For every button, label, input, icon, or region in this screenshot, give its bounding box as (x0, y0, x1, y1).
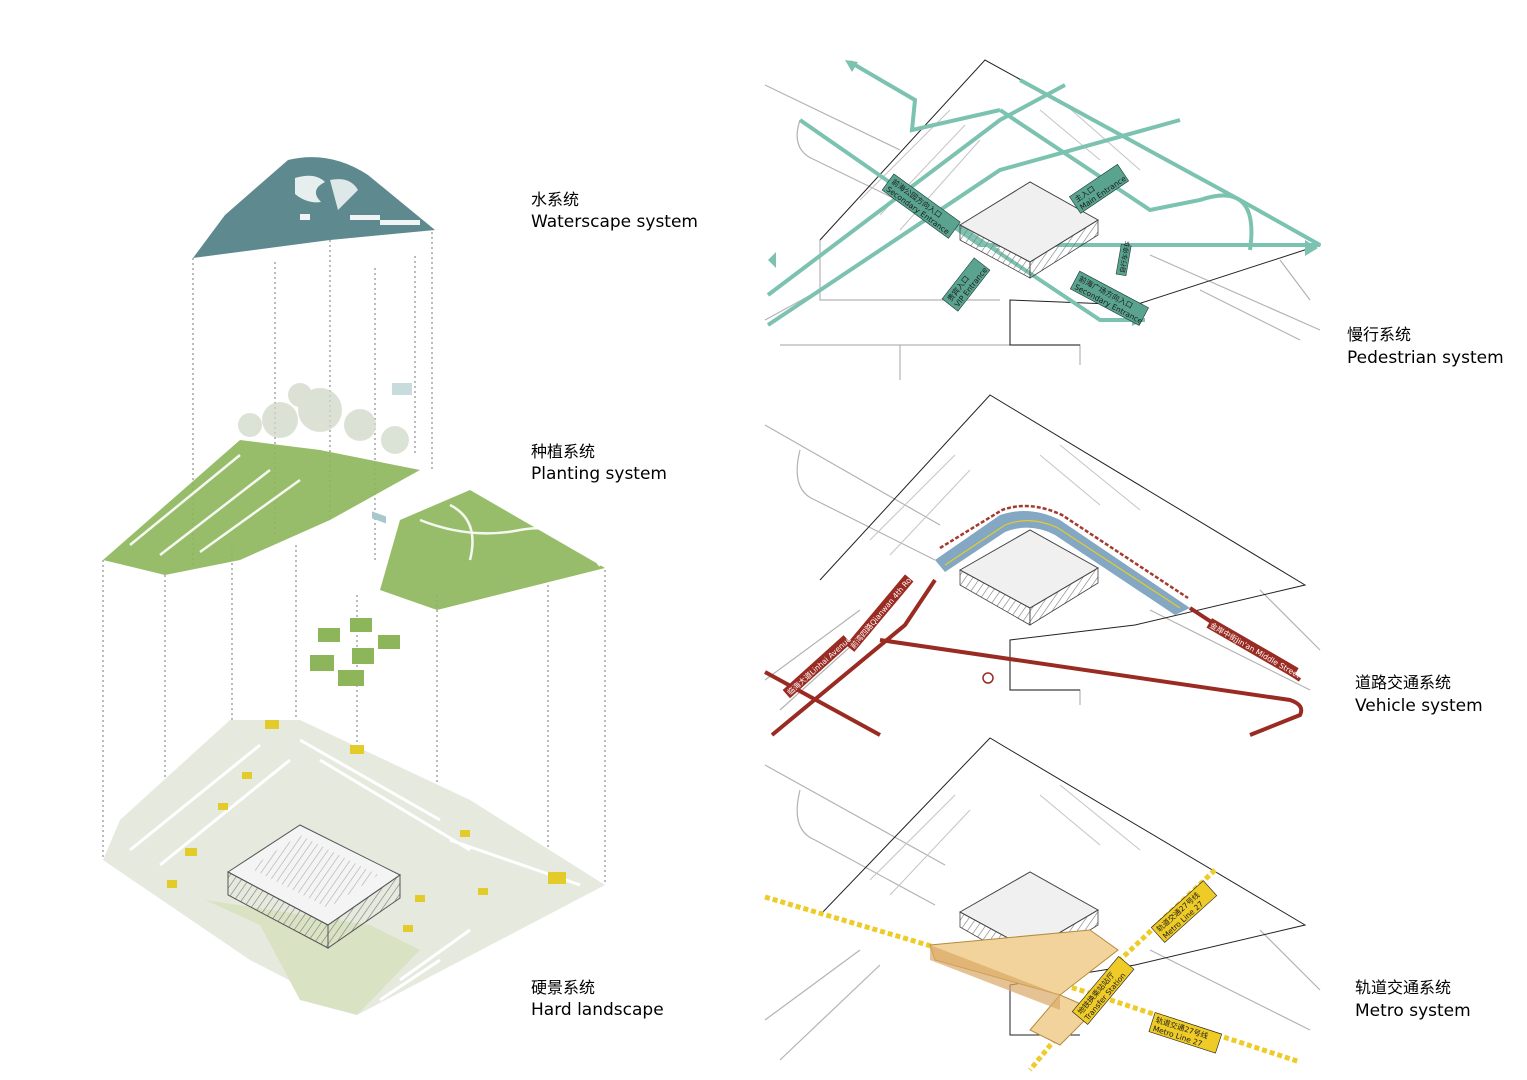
hard-landscape-layer (103, 720, 605, 1015)
metro-map: 轨道交通27号线 Metro Line 27 轨道交通27号线 Metro Li… (764, 737, 1471, 1072)
metro-base-roads (764, 764, 1321, 1061)
vehicle-building (958, 529, 1100, 626)
pedestrian-map: 前海公园方向入口 Secondary Entrance 主入口 Main Ent… (764, 59, 1504, 380)
pedestrian-label-cn: 慢行系统 (1347, 325, 1411, 344)
layer-labels: 水系统 Waterscape system 种植系统 Planting syst… (531, 190, 698, 1020)
vehicle-label-en: Vehicle system (1355, 696, 1483, 716)
tag-secondary-entrance-south: 前海广场方向入口 Secondary Entrance (1069, 270, 1149, 326)
road-tag-jinan: 金岸中街 Jin'an Middle Street (1206, 618, 1302, 680)
water-label-en: Waterscape system (531, 212, 698, 232)
vehicle-elevated-deck (935, 511, 1190, 615)
road-jinan-en: Jin'an Middle Street (1233, 635, 1301, 680)
tag-vip-entrance: 贵宾入口 VIP Entrance (941, 257, 991, 312)
planting-label-en: Planting system (531, 464, 667, 484)
planting-label-cn: 种植系统 (531, 442, 595, 461)
metro-line-upper (764, 894, 1301, 1065)
pedestrian-site-grid (859, 99, 1141, 231)
vehicle-inner-lane (944, 520, 1181, 609)
vehicle-elevated-rail (939, 504, 1189, 600)
hard-label-en: Hard landscape (531, 1000, 664, 1020)
vehicle-site-outline (819, 394, 1307, 691)
metro-transfer-station (929, 929, 1119, 1046)
metro-label-en: Metro system (1355, 1001, 1471, 1021)
exploded-axonometric: 水系统 Waterscape system 种植系统 Planting syst… (102, 157, 698, 1020)
pedestrian-label-en: Pedestrian system (1347, 348, 1504, 368)
vehicle-label-cn: 道路交通系统 (1355, 673, 1451, 692)
metro-tag-upper: 轨道交通27号线 Metro Line 27 (1150, 880, 1218, 943)
pedestrian-building (958, 181, 1099, 279)
hard-label-cn: 硬景系统 (531, 978, 595, 997)
bus-stop-icon (982, 672, 994, 684)
road-tag-linhai: 临海大道 Linhai Avenue (782, 635, 853, 699)
metro-site-grid (869, 784, 1141, 896)
vehicle-map: 前湾四路 Qianwan 4th Road 临海大道 Linhai Avenue… (764, 394, 1483, 737)
metro-tag-lower: 轨道交通27号线 Metro Line 27 (1148, 1012, 1223, 1054)
metro-site-outline (819, 737, 1307, 1036)
water-layer (124, 157, 435, 524)
hard-building-mass (227, 824, 401, 949)
planting-layer (103, 383, 605, 686)
water-label-cn: 水系统 (531, 190, 579, 209)
vehicle-site-grid (869, 444, 1141, 556)
road-linhai-en: Linhai Avenue (808, 635, 853, 677)
metro-label-cn: 轨道交通系统 (1355, 978, 1451, 997)
